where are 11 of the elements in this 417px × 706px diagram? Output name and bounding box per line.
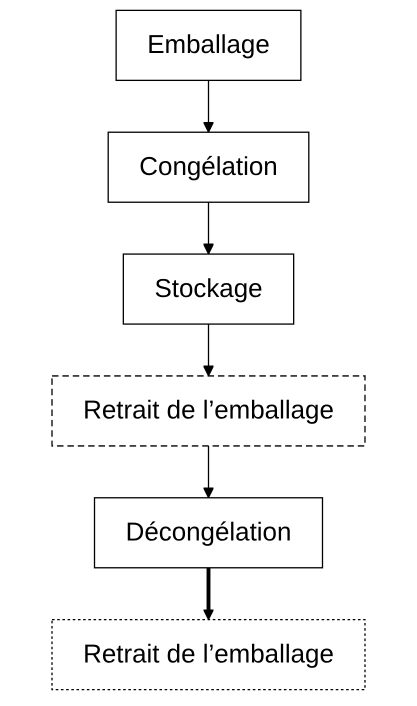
node-box: Emballage — [115, 10, 302, 82]
node-box: Congélation — [108, 132, 310, 203]
node-box: Retrait de l’emballage — [51, 375, 366, 447]
arrow — [202, 80, 214, 133]
arrow — [202, 324, 214, 376]
arrow — [202, 568, 214, 620]
node-box: Stockage — [122, 253, 294, 325]
arrow — [202, 202, 214, 255]
node-box: Retrait de l’emballage — [51, 618, 366, 690]
arrow — [202, 446, 214, 498]
node-box: Décongélation — [94, 497, 324, 568]
